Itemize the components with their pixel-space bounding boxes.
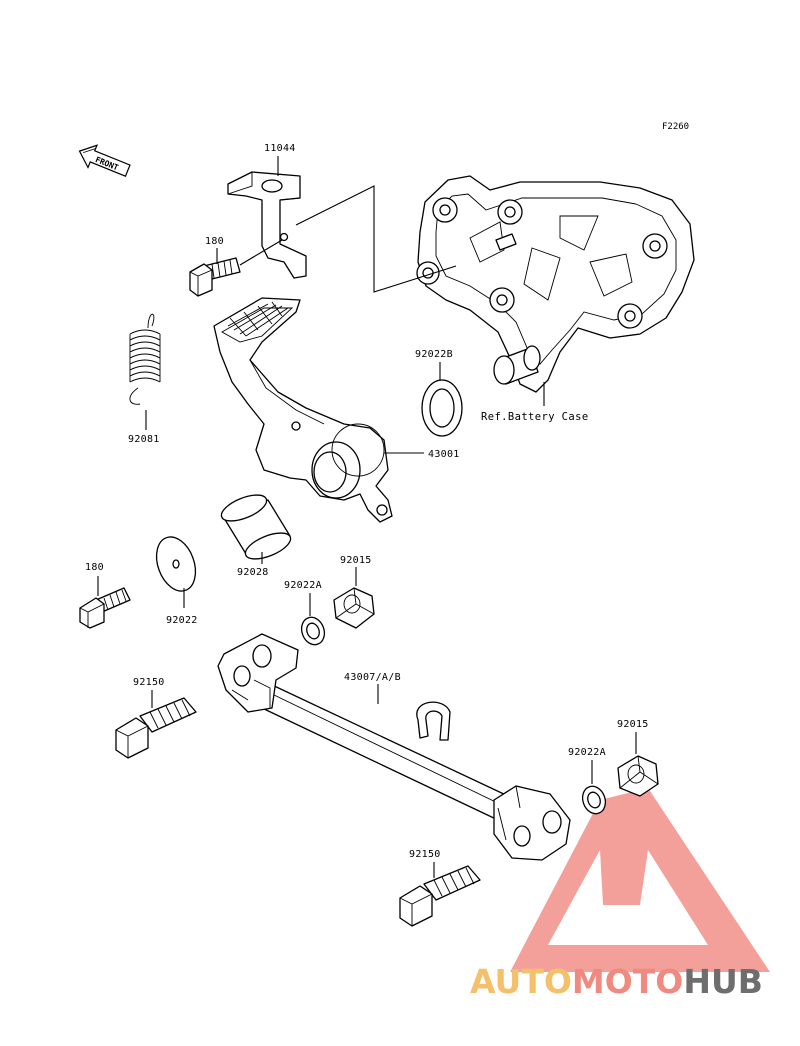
- bushing-92028: [220, 494, 292, 560]
- nut-92015-mid: [333, 587, 375, 629]
- washer-92022A-right: [581, 785, 607, 815]
- part-label-92022A-mid: 92022A: [284, 580, 322, 591]
- part-label-92022B: 92022B: [415, 349, 453, 360]
- brake-pedal-43001: [213, 297, 393, 523]
- washer-92022B: [421, 379, 463, 437]
- part-label-92022: 92022: [166, 615, 198, 626]
- part-label-92028: 92028: [237, 567, 269, 578]
- washer-92022A-mid: [300, 616, 326, 646]
- bracket-11044: [227, 171, 307, 279]
- part-label-43001: 43001: [428, 449, 460, 460]
- part-label-180-top: 180: [205, 236, 224, 247]
- part-label-11044: 11044: [264, 143, 296, 154]
- battery-case-frame: [416, 175, 695, 393]
- watermark-text: AUTOMOTOHUB: [470, 962, 763, 1001]
- nut-92015-right: [617, 755, 659, 797]
- bolt-92150-bottom: [399, 865, 481, 927]
- ref-battery-case-label: Ref.Battery Case: [481, 411, 589, 423]
- part-label-180-left: 180: [85, 562, 104, 573]
- front-arrow-icon: FRONT: [78, 144, 131, 177]
- bolt-92150-left: [115, 697, 197, 759]
- part-label-92081: 92081: [128, 434, 160, 445]
- bolt-180-top: [189, 257, 241, 297]
- washer-92022: [155, 536, 197, 592]
- part-label-92150-left: 92150: [133, 677, 165, 688]
- part-label-43007: 43007/A/B: [344, 672, 401, 683]
- part-label-92015-mid: 92015: [340, 555, 372, 566]
- part-label-92150-bottom: 92150: [409, 849, 441, 860]
- diagram-code: F2260: [662, 122, 689, 132]
- part-label-92022A-right: 92022A: [568, 747, 606, 758]
- brake-rod-43007: [217, 633, 571, 861]
- bolt-180-left: [79, 587, 131, 629]
- watermark-logo: [510, 788, 770, 972]
- part-label-92015-right: 92015: [617, 719, 649, 730]
- spring-92081: [129, 313, 161, 405]
- leader-bracket: [295, 185, 457, 293]
